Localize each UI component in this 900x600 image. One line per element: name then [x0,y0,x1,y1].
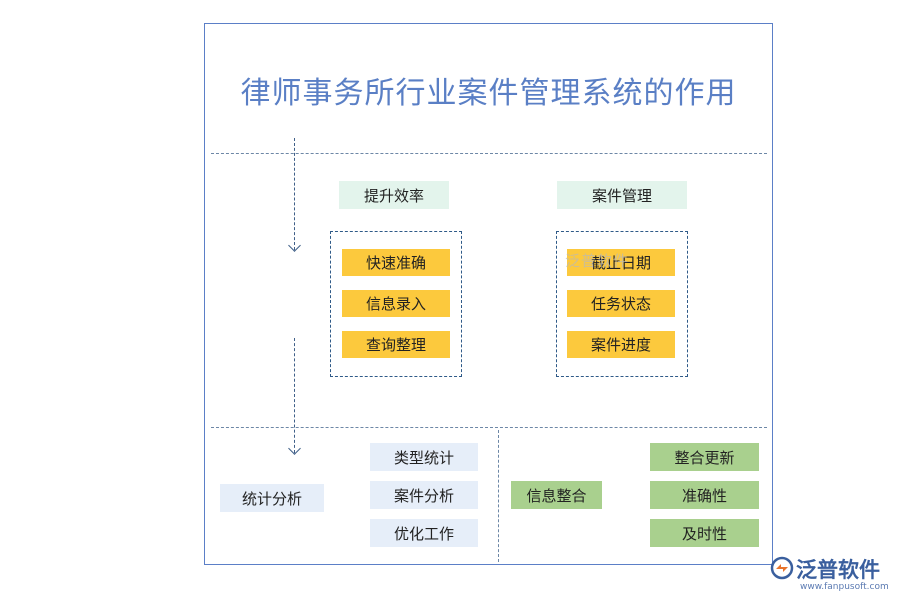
case-mgmt-item-2: 任务状态 [567,290,675,317]
efficiency-group [330,231,462,377]
diagram-title: 律师事务所行业案件管理系统的作用 [240,76,737,111]
brand-logo: 泛普软件 www.fanpusoft.com [770,554,895,598]
stats-header: 统计分析 [220,484,324,512]
brand-logo-icon [770,556,794,580]
integration-item-3: 及时性 [650,519,759,547]
bottom-separator [211,427,767,428]
brand-logo-name: 泛普软件 [796,558,880,582]
flow-arrow-top-shaft [294,138,295,250]
case-mgmt-item-1: 截止日期 [567,249,675,276]
integration-item-1: 整合更新 [650,443,759,471]
bottom-divider [498,430,499,562]
efficiency-header: 提升效率 [339,181,449,209]
top-separator [211,153,767,154]
case-mgmt-item-3: 案件进度 [567,331,675,358]
integration-item-2: 准确性 [650,481,759,509]
flow-arrow-bottom-shaft [294,338,295,453]
case-mgmt-group [556,231,688,377]
stats-item-3: 优化工作 [370,519,478,547]
case-mgmt-header: 案件管理 [557,181,687,209]
efficiency-item-3: 查询整理 [342,331,450,358]
stats-item-2: 案件分析 [370,481,478,509]
watermark-text: 泛普软件 [565,252,630,270]
efficiency-item-2: 信息录入 [342,290,450,317]
efficiency-item-1: 快速准确 [342,249,450,276]
stats-item-1: 类型统计 [370,443,478,471]
brand-logo-url: www.fanpusoft.com [800,582,889,592]
diagram-frame [204,23,773,565]
integration-header: 信息整合 [511,481,602,509]
